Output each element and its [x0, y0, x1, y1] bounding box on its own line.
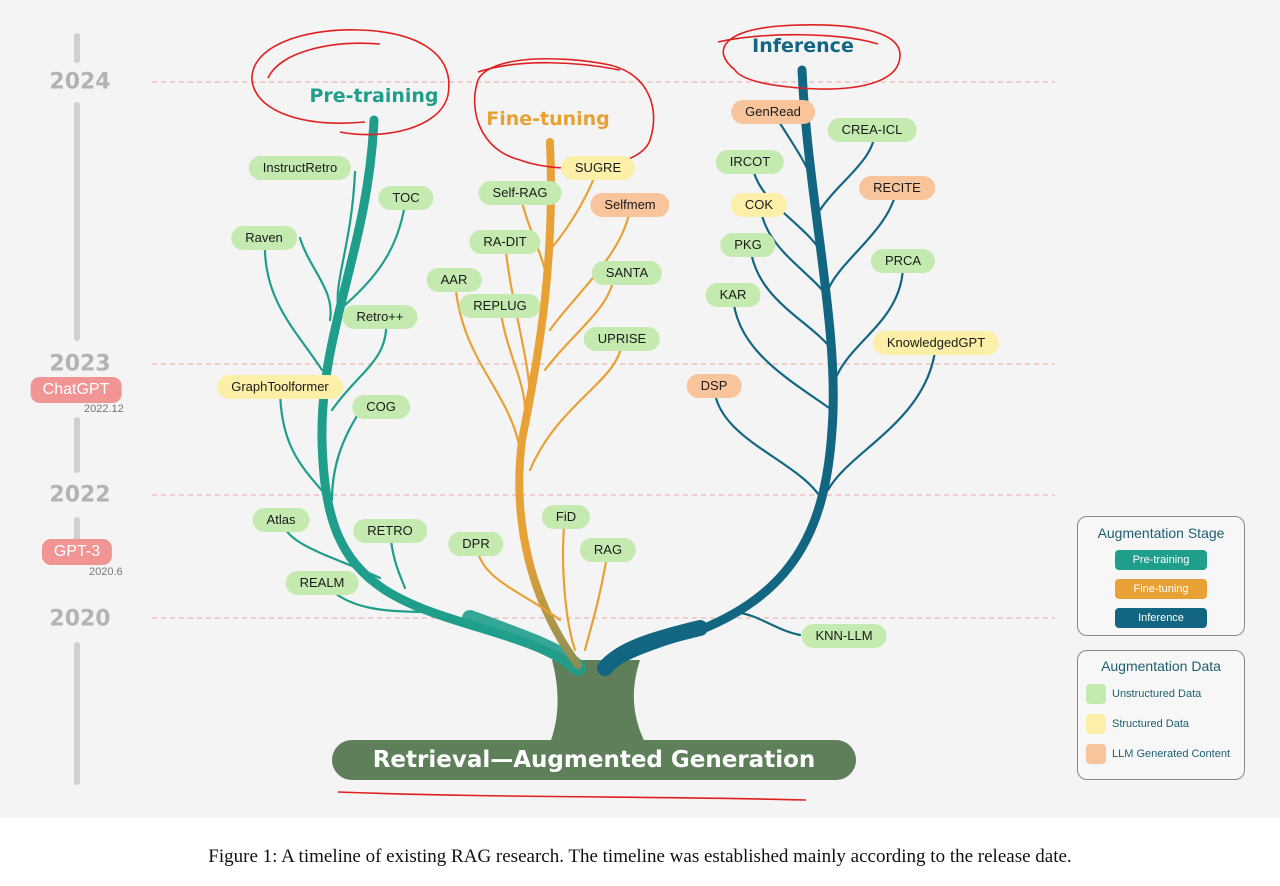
method-leaf: GenRead — [731, 100, 815, 124]
milestone-date: 2022.12 — [84, 403, 124, 415]
method-leaf: REPLUG — [459, 294, 541, 318]
legend-item-finetuning: Fine-tuning — [1115, 579, 1207, 599]
legend-row: Structured Data — [1086, 714, 1244, 734]
branch-title-finetuning: Fine-tuning — [486, 108, 610, 130]
swatch-llm-generated — [1086, 744, 1106, 764]
milestone-date: 2020.6 — [89, 566, 123, 578]
annotation-circles — [251, 24, 901, 801]
method-leaf: Self-RAG — [478, 181, 562, 205]
method-leaf: PKG — [720, 233, 776, 257]
legend-row: LLM Generated Content — [1086, 744, 1244, 764]
method-leaf: Selfmem — [590, 193, 670, 217]
method-leaf: PRCA — [870, 249, 936, 273]
method-leaf: KNN-LLM — [801, 624, 887, 648]
method-leaf: Retro++ — [342, 305, 418, 329]
legend-title: Augmentation Data — [1101, 658, 1221, 674]
year-gridlines — [152, 81, 1055, 619]
method-leaf: RA-DIT — [469, 230, 541, 254]
legend-item-structured: Structured Data — [1112, 718, 1190, 730]
method-leaf: KnowledgedGPT — [872, 331, 1000, 355]
method-leaf: GraphToolformer — [217, 375, 343, 399]
swatch-structured — [1086, 714, 1106, 734]
method-leaf: RETRO — [353, 519, 427, 543]
legend-item-pretraining: Pre-training — [1115, 550, 1207, 570]
milestone-chatgpt: ChatGPT — [30, 377, 122, 403]
milestone-gpt3: GPT-3 — [41, 539, 113, 565]
year-label: 2022 — [49, 482, 111, 508]
trunk — [548, 660, 648, 748]
method-leaf: FiD — [541, 505, 591, 529]
method-leaf: Atlas — [252, 508, 310, 532]
method-leaf: COG — [352, 395, 410, 419]
legend-row: Unstructured Data — [1086, 684, 1244, 704]
method-leaf: REALM — [285, 571, 359, 595]
swatch-unstructured — [1086, 684, 1106, 704]
method-leaf: DPR — [448, 532, 504, 556]
year-label: 2024 — [49, 69, 111, 95]
method-leaf: SUGRE — [560, 156, 636, 180]
legend-item-llm-generated: LLM Generated Content — [1112, 748, 1231, 760]
method-leaf: AAR — [426, 268, 482, 292]
year-label: 2023 — [49, 351, 111, 377]
method-leaf: COK — [730, 193, 788, 217]
method-leaf: TOC — [378, 186, 434, 210]
method-leaf: DSP — [686, 374, 742, 398]
method-leaf: InstructRetro — [248, 156, 352, 180]
figure-caption: Figure 1: A timeline of existing RAG res… — [208, 846, 1072, 867]
legend-augmentation-stage: Augmentation Stage Pre-training Fine-tun… — [1077, 516, 1245, 636]
inference-branch — [597, 65, 938, 676]
root-label: Retrieval—Augmented Generation — [332, 740, 856, 780]
finetuning-branch — [453, 138, 632, 669]
method-leaf: IRCOT — [715, 150, 785, 174]
legend-title: Augmentation Stage — [1097, 525, 1225, 541]
method-leaf: SANTA — [591, 261, 663, 285]
legend-item-unstructured: Unstructured Data — [1112, 688, 1202, 700]
rag-tree-diagram — [74, 24, 1055, 801]
method-leaf: RECITE — [859, 176, 935, 200]
legend-augmentation-data: Augmentation Data Unstructured Data Stru… — [1077, 650, 1245, 780]
branch-title-pretraining: Pre-training — [309, 85, 439, 107]
year-label: 2020 — [49, 606, 111, 632]
method-leaf: RAG — [579, 538, 637, 562]
method-leaf: UPRISE — [583, 327, 661, 351]
pretraining-branch — [263, 115, 586, 676]
branch-title-inference: Inference — [752, 35, 854, 57]
legend-item-inference: Inference — [1115, 608, 1207, 628]
method-leaf: Raven — [231, 226, 297, 250]
method-leaf: KAR — [705, 283, 761, 307]
method-leaf: CREA-ICL — [827, 118, 917, 142]
figure-panel — [0, 0, 1280, 818]
